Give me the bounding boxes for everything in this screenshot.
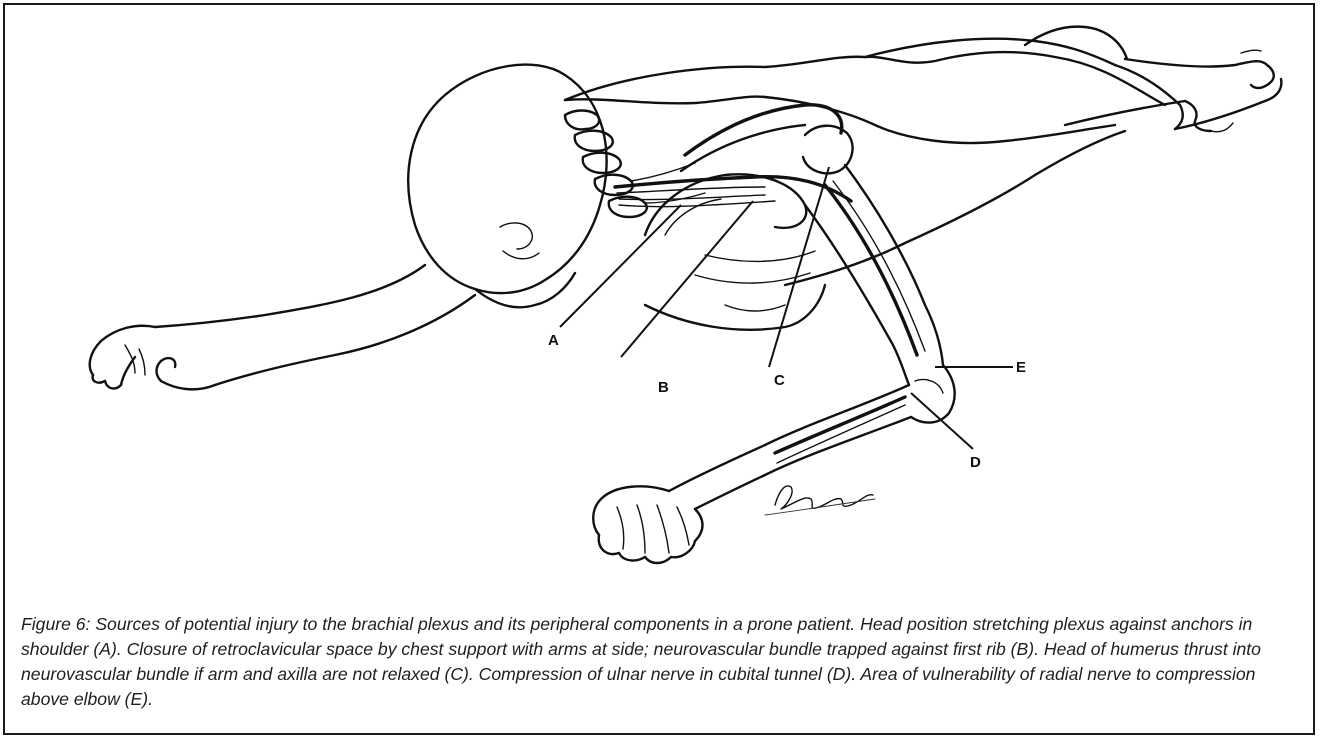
- anatomical-illustration: A B C E D: [5, 5, 1313, 605]
- cervical-spine: [565, 111, 705, 218]
- label-e: E: [1016, 359, 1026, 376]
- pointer-b: [621, 201, 753, 357]
- label-pointers: [560, 167, 1013, 449]
- torso-outline: [565, 27, 1183, 330]
- figure-frame: A B C E D Figure 6: Sources of potential…: [3, 3, 1315, 735]
- bent-arm: [593, 165, 954, 563]
- extended-arm: [90, 265, 475, 389]
- label-c: C: [774, 372, 785, 389]
- label-b: B: [658, 379, 669, 396]
- artist-signature: [765, 486, 875, 515]
- prone-patient-drawing: A B C E D: [5, 5, 1313, 605]
- label-d: D: [970, 454, 981, 471]
- head: [408, 65, 606, 308]
- legs: [1065, 50, 1281, 132]
- label-a: A: [548, 332, 559, 349]
- brachial-plexus: [615, 177, 851, 207]
- figure-caption: Figure 6: Sources of potential injury to…: [21, 612, 1301, 712]
